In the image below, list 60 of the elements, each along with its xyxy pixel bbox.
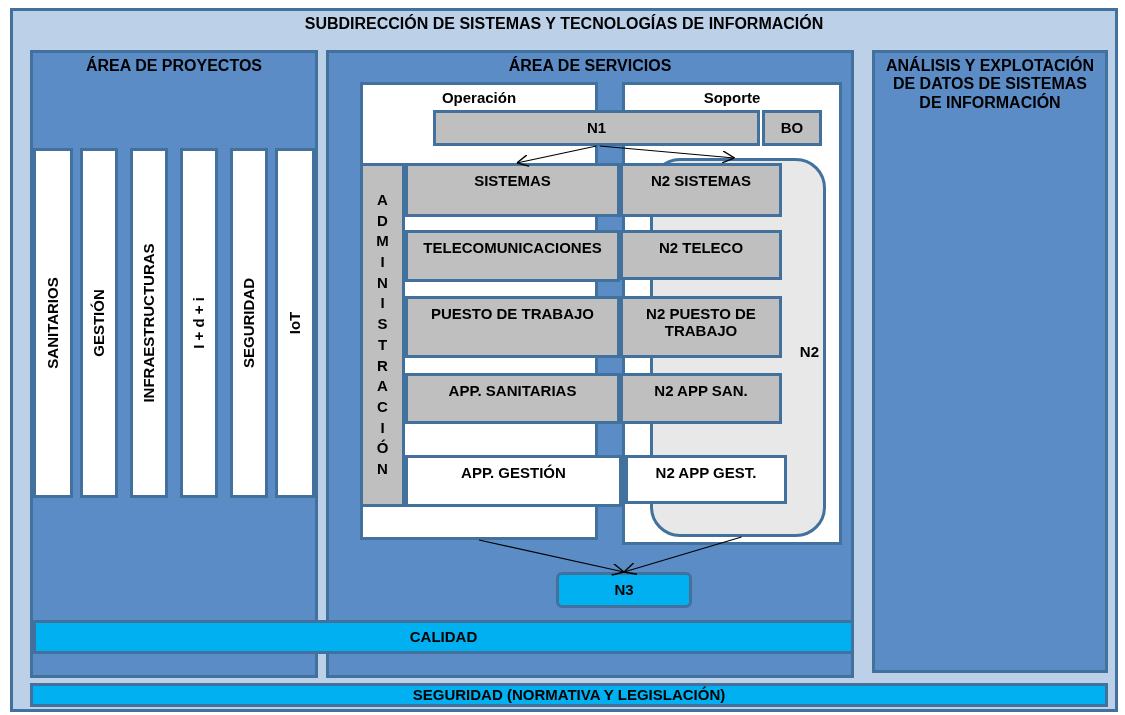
process-box [620, 163, 782, 217]
label-text: SANITARIOS [44, 277, 62, 369]
label-text: PUESTO DE TRABAJO [429, 305, 596, 323]
label-text: N3 [613, 581, 635, 599]
arrow [599, 145, 736, 164]
arrow [516, 145, 598, 168]
project-strip [275, 148, 315, 498]
heading-text: ÁREA DE PROYECTOS [85, 57, 263, 76]
process-box [405, 296, 620, 358]
label-text: SEGURIDAD [240, 278, 258, 368]
arrow [623, 536, 743, 576]
process-box [433, 110, 760, 146]
process-box [625, 455, 787, 504]
band-bar [30, 683, 1108, 707]
project-strip [230, 148, 268, 498]
label-text: GESTIÓN [90, 289, 108, 357]
heading-text: Soporte [702, 89, 762, 107]
label-text: I + d + i [190, 297, 208, 349]
area-panel [326, 50, 854, 678]
project-strip [180, 148, 218, 498]
label-text: N2 APP SAN. [653, 382, 749, 400]
label-text: IoT [286, 311, 304, 335]
project-strip [80, 148, 118, 498]
process-box [405, 455, 622, 507]
process-box [762, 110, 822, 146]
process-box [620, 296, 782, 358]
process-box [620, 373, 782, 424]
arrow [478, 539, 625, 576]
band-bar [33, 620, 854, 654]
label-text: TELECOMUNICACIONES [422, 239, 603, 257]
label-text: SISTEMAS [473, 172, 552, 190]
area-panel [30, 50, 318, 678]
vertical-label-box [360, 163, 405, 507]
label-text: N2 [799, 343, 819, 361]
label-text: N2 SISTEMAS [650, 172, 752, 190]
heading-text: SUBDIRECCIÓN DE SISTEMAS Y TECNOLOGÍAS DE INFORMACIÓN [303, 15, 825, 34]
heading-text: ÁREA DE SERVICIOS [507, 57, 673, 76]
label-text: N2 APP GEST. [654, 464, 758, 482]
outer-frame [10, 8, 1118, 712]
process-box [405, 230, 620, 282]
label-text: APP. GESTIÓN [460, 464, 567, 482]
label-text: N1 [585, 119, 608, 137]
project-strip [130, 148, 168, 498]
process-box [405, 163, 620, 217]
project-strip [33, 148, 73, 498]
heading-text: ANÁLISIS Y EXPLOTACIÓN DE DATOS DE SISTEMAS DE INFORMACIÓN [885, 57, 1095, 113]
label-text: INFRAESTRUCTURAS [140, 243, 158, 403]
label-text: N2 TELECO [657, 239, 745, 257]
process-box [620, 230, 782, 280]
section-panel [622, 82, 842, 545]
label-text: CALIDAD [408, 628, 479, 646]
heading-text: Operación [440, 89, 518, 107]
label-text: APP. SANITARIAS [447, 382, 578, 400]
level-box [556, 572, 692, 608]
label-text: BO [779, 119, 805, 137]
label-text: SEGURIDAD (NORMATIVA Y LEGISLACIÓN) [411, 686, 727, 704]
label-text: N2 PUESTO DE TRABAJO [645, 305, 757, 340]
area-panel [872, 50, 1108, 673]
process-box [405, 373, 620, 424]
label-text: ADMINISTRACIÓN [375, 190, 390, 480]
